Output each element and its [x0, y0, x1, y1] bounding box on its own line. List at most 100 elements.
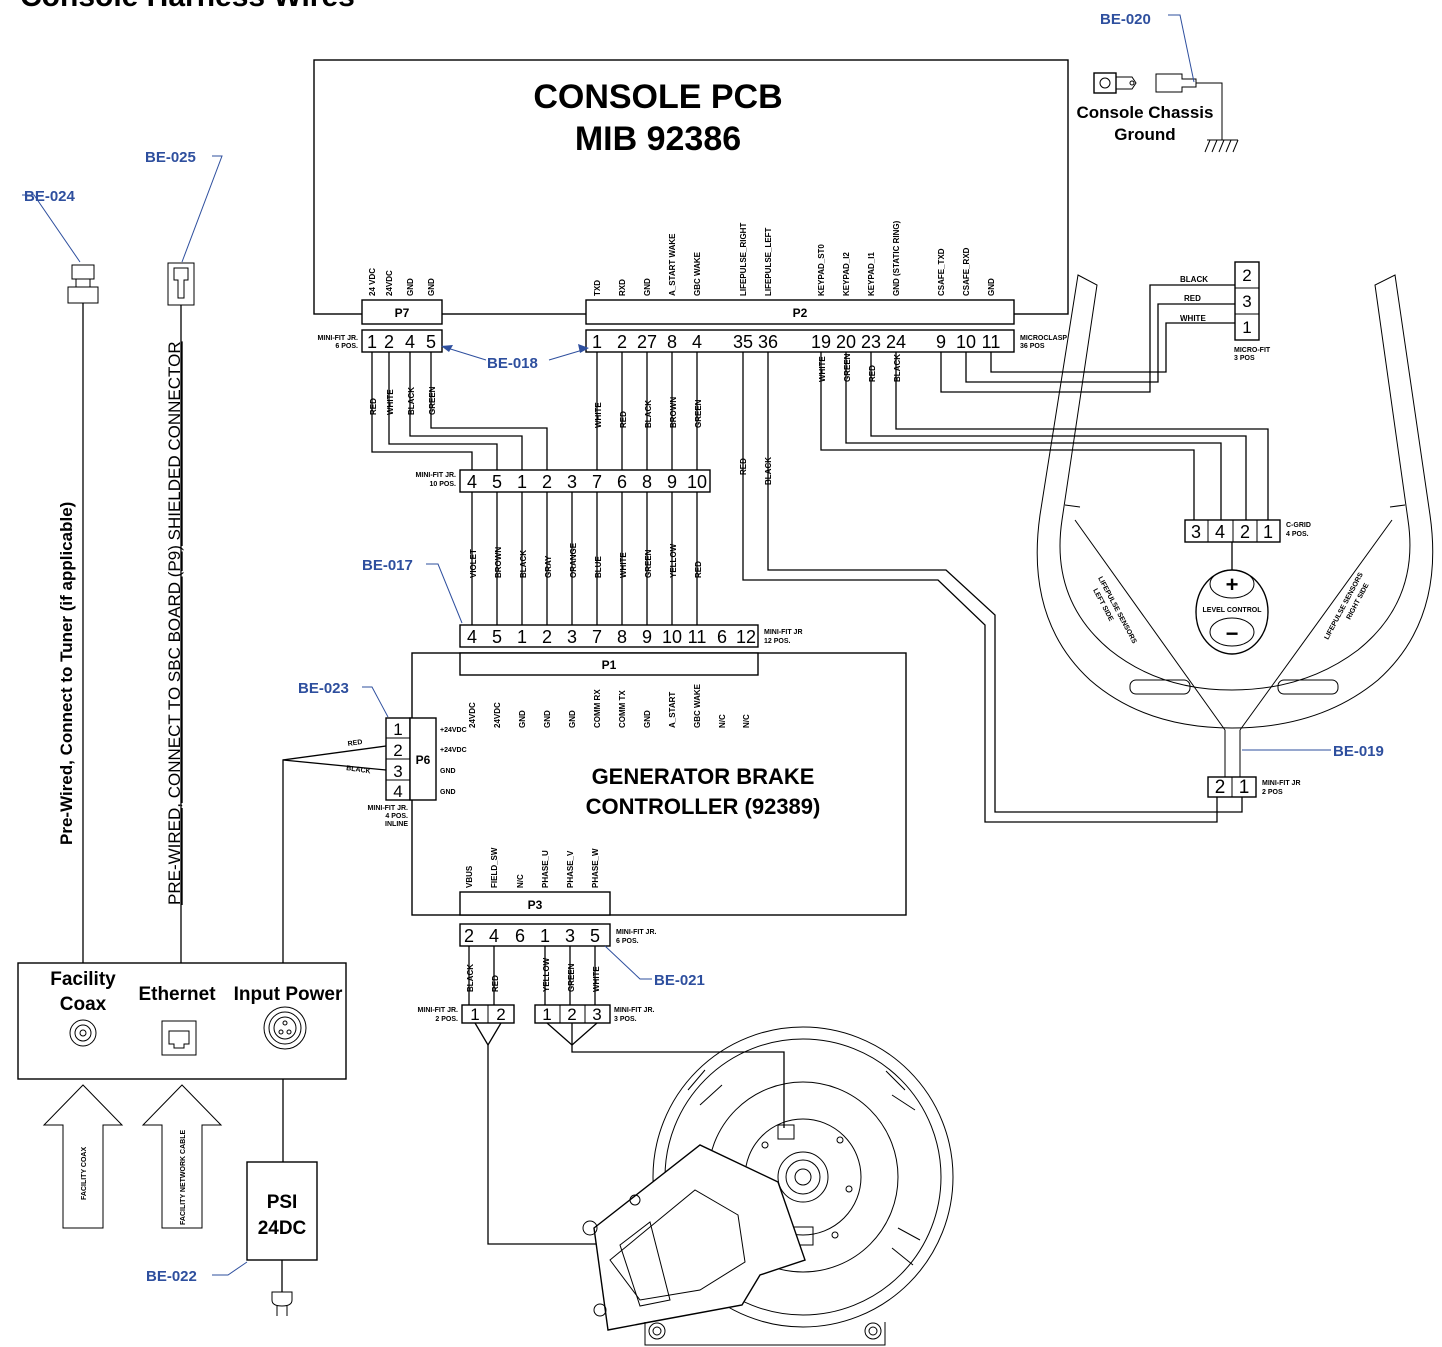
p1-pin: 6 — [717, 627, 727, 647]
p3-signal: N/C — [516, 874, 525, 888]
panel-ethernet: Ethernet — [138, 984, 216, 1005]
ref-be017: BE-017 — [362, 557, 413, 574]
p2-pin: 11 — [982, 332, 1001, 352]
panel-coax-line2: Coax — [60, 994, 107, 1015]
c-grid-pin: 4 — [1215, 522, 1225, 542]
mid-pin: 6 — [617, 472, 627, 492]
ethernet-jack-icon — [161, 1020, 197, 1056]
mid-wire-color: BLUE — [594, 556, 603, 578]
p2-signal: GND — [643, 278, 652, 296]
p1-pin: 2 — [542, 627, 552, 647]
p6-signal: GND — [440, 768, 456, 775]
p2-note-pos: 36 POS — [1020, 343, 1045, 350]
p7-note-pos: 6 POS. — [335, 343, 358, 350]
console-pcb-title: CONSOLE PCB — [533, 78, 782, 116]
p6-pin: 3 — [393, 762, 402, 781]
lifepulse-note: MINI-FIT JR — [1262, 780, 1301, 787]
ref-be022: BE-022 — [146, 1268, 197, 1285]
p3-signal: PHASE_V — [566, 850, 575, 888]
micro-fit-pin-2: 2 — [1242, 266, 1251, 285]
p1-signal: GND — [518, 710, 527, 728]
p6-wire-black: BLACK — [346, 765, 371, 775]
p2-signal: KEYPAD_ST0 — [817, 244, 826, 296]
p2-pin: 9 — [936, 332, 946, 352]
p2-note: MICROCLASP — [1020, 335, 1067, 342]
p6-signal: GND — [440, 789, 456, 796]
p2-signal: LIFEPULSE_RIGHT — [739, 223, 748, 296]
c-grid-note: C-GRID — [1286, 522, 1311, 529]
mid-pin: 3 — [567, 472, 577, 492]
p3-pin: 4 — [489, 926, 499, 946]
ref-be025: BE-025 — [145, 149, 196, 166]
p3-pin: 5 — [590, 926, 600, 946]
p7-wire-color: RED — [369, 398, 378, 415]
lifepulse-note-pos: 2 POS — [1262, 789, 1283, 796]
p2-signal: KEYPAD_I1 — [867, 252, 876, 296]
p3-note: MINI-FIT JR. — [616, 929, 656, 936]
p2-pin: 23 — [861, 332, 881, 352]
phase-wire-white: WHITE — [592, 966, 601, 992]
mid-note-pos: 10 POS. — [430, 481, 457, 488]
ref-be024: BE-024 — [24, 188, 76, 205]
level-control-minus-icon: − — [1226, 621, 1239, 646]
field-wire-red: RED — [491, 975, 500, 992]
reference-labels: BE-020 BE-025 BE-024 BE-018 BE-017 BE-02… — [22, 11, 1384, 1285]
generator-flywheel — [582, 1026, 954, 1346]
power-plug-icon — [271, 1291, 293, 1316]
mid-wire-color: BROWN — [494, 547, 503, 578]
p6-pin: 2 — [393, 741, 402, 760]
coax-input-arrow: FACILITY COAX — [42, 1084, 124, 1229]
p7-pin: 2 — [384, 332, 394, 352]
phase-pin-1: 1 — [542, 1005, 551, 1024]
p7-wire-color: GREEN — [428, 386, 437, 415]
micro-fit-pin-1: 1 — [1242, 318, 1251, 337]
p6-label: P6 — [416, 753, 431, 767]
p7-signal: 24VDC — [385, 270, 394, 296]
level-control-label: LEVEL CONTROL — [1203, 607, 1263, 614]
p2-signal: LIFEPULSE_LEFT — [764, 227, 773, 296]
p1-signal: N/C — [718, 714, 727, 728]
p3-pin: 1 — [540, 926, 550, 946]
mid-wire-color: VIOLET — [469, 549, 478, 578]
field-wire-black: BLACK — [466, 964, 475, 992]
mid-wire-color: BLACK — [519, 550, 528, 578]
p1-signal: A_START — [668, 692, 677, 728]
p3-signal: PHASE_W — [591, 848, 600, 888]
power-jack-icon — [263, 1006, 307, 1050]
p1-signal: COMM TX — [618, 690, 627, 728]
p2-signal: CSAFE_TXD — [937, 248, 946, 296]
p1-pin: 10 — [662, 627, 682, 647]
console-pcb: CONSOLE PCB MIB 92386 — [313, 59, 1069, 315]
lifepulse-pin-2: 2 — [1215, 777, 1226, 798]
p6-pin: 1 — [393, 720, 402, 739]
p2-pin: 8 — [667, 332, 677, 352]
p3-signal: FIELD_SW — [490, 847, 499, 888]
micro-fit-note: MICRO-FIT — [1234, 347, 1271, 354]
p7-signal: GND — [427, 278, 436, 296]
network-input-arrow: FACILITY NETWORK CABLE — [141, 1084, 223, 1229]
ref-be020: BE-020 — [1100, 11, 1151, 28]
micro-fit-connector: 2 3 1 MICRO-FIT 3 POS BLACK RED WHITE — [1180, 261, 1271, 362]
coax-arrow-label: FACILITY COAX — [81, 1147, 88, 1200]
level-control: + − LEVEL CONTROL — [1195, 569, 1269, 655]
mid-wire-color: YELLOW — [669, 543, 678, 578]
p1-signal: GND — [568, 710, 577, 728]
input-panel: Facility Coax Ethernet Input Power — [17, 962, 347, 1080]
c-grid-pin: 2 — [1240, 522, 1250, 542]
p2-signal: GND — [987, 278, 996, 296]
p2-label: P2 — [793, 306, 808, 320]
p3-pin: 3 — [565, 926, 575, 946]
p2-wire-color: BROWN — [669, 397, 678, 428]
mid-note: MINI-FIT JR. — [416, 472, 456, 479]
micro-fit-pin-3: 3 — [1242, 292, 1251, 311]
p2-pin: 27 — [637, 332, 657, 352]
phase-pin-3: 3 — [592, 1005, 601, 1024]
psi-line1: PSI — [267, 1192, 298, 1213]
field-pin-2: 2 — [496, 1005, 505, 1024]
